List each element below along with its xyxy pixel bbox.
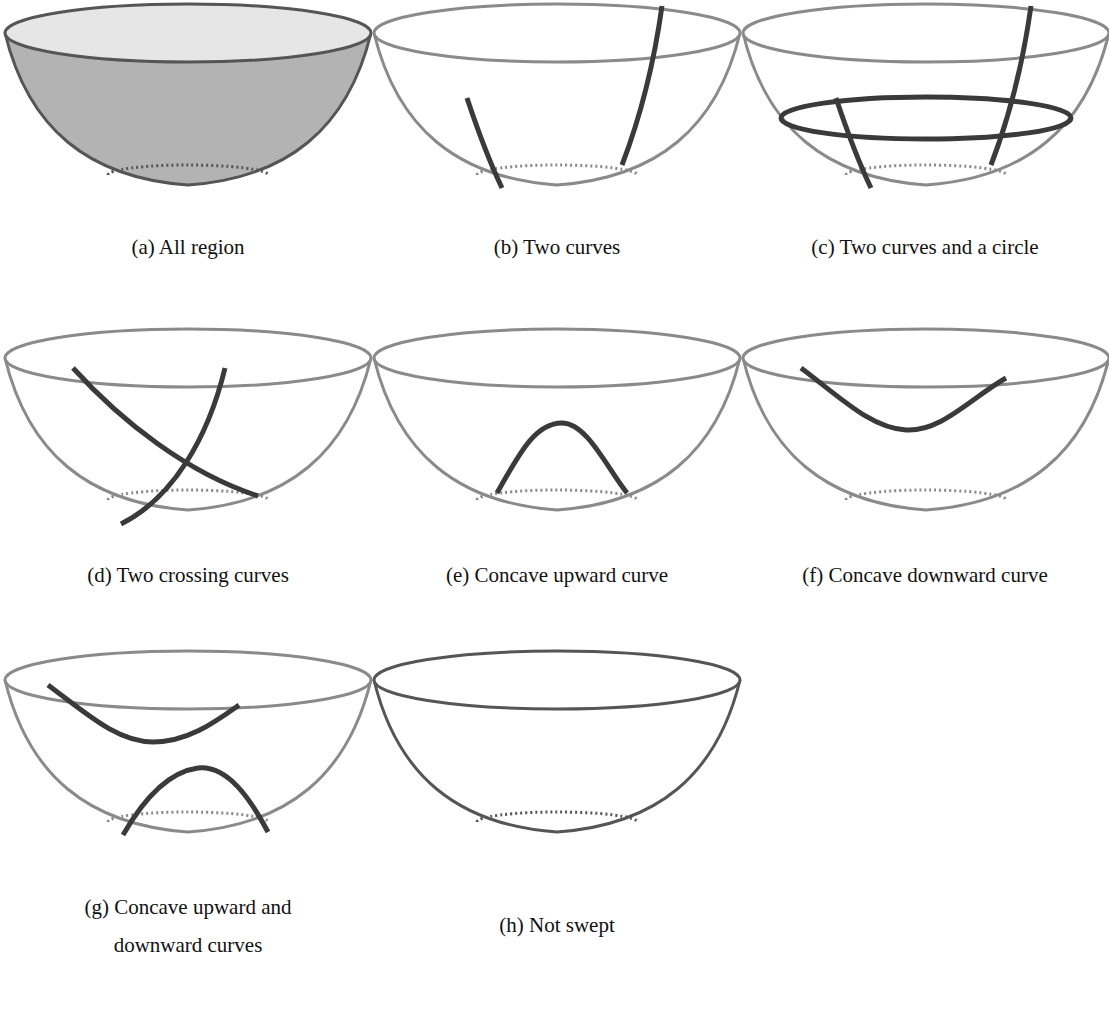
swept-curve [836, 98, 871, 188]
bowl-base [477, 812, 637, 822]
caption: (a) All region [3, 228, 373, 266]
bowl [743, 4, 1109, 188]
bowl-base [477, 165, 637, 175]
bowl-rim [374, 329, 740, 387]
swept-curve [467, 98, 502, 188]
caption: (c) Two curves and a circle [741, 228, 1109, 266]
caption: (f) Concave downward curve [741, 556, 1109, 594]
bowl-rim [374, 651, 740, 709]
bowl [5, 4, 371, 185]
swept-curve [991, 6, 1031, 165]
swept-curve [497, 423, 627, 493]
swept-circle [781, 97, 1071, 139]
bowl-rim [5, 4, 371, 62]
caption: (b) Two curves [372, 228, 742, 266]
bowl [743, 329, 1109, 510]
bowl-rim [743, 4, 1109, 62]
bowl [374, 329, 740, 510]
bowl-base [846, 490, 1006, 500]
caption: (h) Not swept [372, 906, 742, 944]
bowl-base [477, 490, 637, 500]
caption: (g) Concave upward and downward curves [58, 888, 318, 964]
bowl [374, 651, 740, 832]
swept-curve [622, 6, 662, 165]
swept-curve [123, 768, 268, 835]
swept-curve [48, 685, 239, 742]
bowl-rim [374, 4, 740, 62]
caption: (e) Concave upward curve [372, 556, 742, 594]
caption: (d) Two crossing curves [3, 556, 373, 594]
bowl [5, 651, 371, 835]
bowl-rim [5, 329, 371, 387]
bowl-base [108, 165, 268, 175]
swept-curve [73, 368, 258, 496]
bowl-rim [743, 329, 1109, 387]
swept-curve [121, 368, 225, 524]
bowl-rim [5, 651, 371, 709]
swept-curve [801, 368, 1006, 430]
bowl [374, 4, 740, 188]
bowl [5, 329, 371, 524]
bowl-base [846, 165, 1006, 175]
